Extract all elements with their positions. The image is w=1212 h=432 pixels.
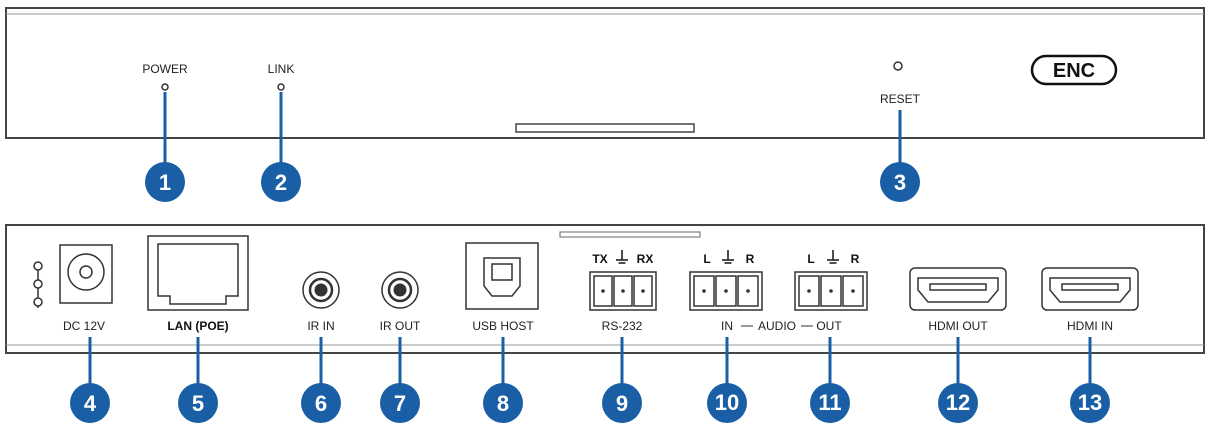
ir-in-label: IR IN [307, 319, 334, 333]
hdmi-in-port[interactable] [1041, 267, 1139, 311]
audio-in-label: IN [721, 319, 733, 333]
callout-9 [602, 383, 642, 423]
ground-icon [616, 250, 628, 264]
callout-number-11: 11 [818, 390, 841, 415]
audio-label: AUDIO [758, 319, 796, 333]
callout-number-6: 6 [315, 391, 327, 416]
callout-13 [1070, 383, 1110, 423]
hdmi-in-label: HDMI IN [1067, 319, 1113, 333]
audio-out-l-label: L [807, 252, 814, 266]
power-led [161, 83, 169, 91]
reset-label: RESET [880, 92, 921, 106]
link-led [277, 83, 285, 91]
callout-number-12: 12 [946, 390, 970, 415]
callout-number-4: 4 [84, 391, 97, 416]
callout-6 [301, 383, 341, 423]
usb-label: USB HOST [472, 319, 534, 333]
rs232-tx-label: TX [592, 252, 607, 266]
callout-number-3: 3 [894, 170, 906, 195]
hdmi-out-port[interactable] [909, 267, 1007, 311]
audio-in-r-label: R [746, 252, 755, 266]
ir-out-jack[interactable] [381, 271, 419, 309]
callout-number-9: 9 [616, 391, 628, 416]
front-panel: POWER LINK RESET ENC [5, 7, 1205, 139]
rs232-rx-label: RX [637, 252, 654, 266]
rear-panel: DC 12V LAN (POE) IR IN IR OUT USB HOST [5, 224, 1205, 354]
callout-number-8: 8 [497, 391, 509, 416]
enc-label: ENC [1053, 60, 1095, 82]
reset-button[interactable] [893, 61, 903, 71]
callout-3 [880, 162, 920, 202]
callout-number-7: 7 [394, 391, 406, 416]
callout-number-5: 5 [192, 391, 204, 416]
callout-number-1: 1 [159, 170, 171, 195]
callout-numbers: 1 2 3 4 5 6 7 8 9 10 11 12 13 [84, 170, 1102, 416]
ground-icon [827, 250, 839, 264]
power-label: POWER [142, 62, 188, 76]
rear-callout-lines [88, 337, 1092, 385]
ground-icon [722, 250, 734, 264]
callout-circles [70, 162, 1110, 423]
callout-2 [261, 162, 301, 202]
lan-port[interactable] [147, 235, 249, 311]
callout-5 [178, 383, 218, 423]
hdmi-out-label: HDMI OUT [928, 319, 988, 333]
dc-power-jack[interactable] [59, 244, 113, 304]
front-callout-lines [163, 92, 902, 165]
audio-out-r-label: R [851, 252, 860, 266]
callout-number-13: 13 [1078, 390, 1102, 415]
callout-7 [380, 383, 420, 423]
callout-number-10: 10 [715, 390, 739, 415]
callout-number-2: 2 [275, 170, 287, 195]
callout-10 [707, 383, 747, 423]
callout-12 [938, 383, 978, 423]
callout-11 [810, 383, 850, 423]
polarity-icon [33, 261, 43, 308]
audio-in-l-label: L [703, 252, 710, 266]
callout-8 [483, 383, 523, 423]
link-label: LINK [268, 62, 295, 76]
lan-label: LAN (POE) [167, 319, 228, 333]
rs232-label: RS-232 [602, 319, 643, 333]
ir-in-jack[interactable] [302, 271, 340, 309]
callout-4 [70, 383, 110, 423]
ir-out-label: IR OUT [380, 319, 421, 333]
callout-1 [145, 162, 185, 202]
enc-badge [1030, 54, 1118, 86]
usb-host-port[interactable] [465, 242, 539, 310]
audio-out-label: OUT [816, 319, 842, 333]
dc-label: DC 12V [63, 319, 105, 333]
